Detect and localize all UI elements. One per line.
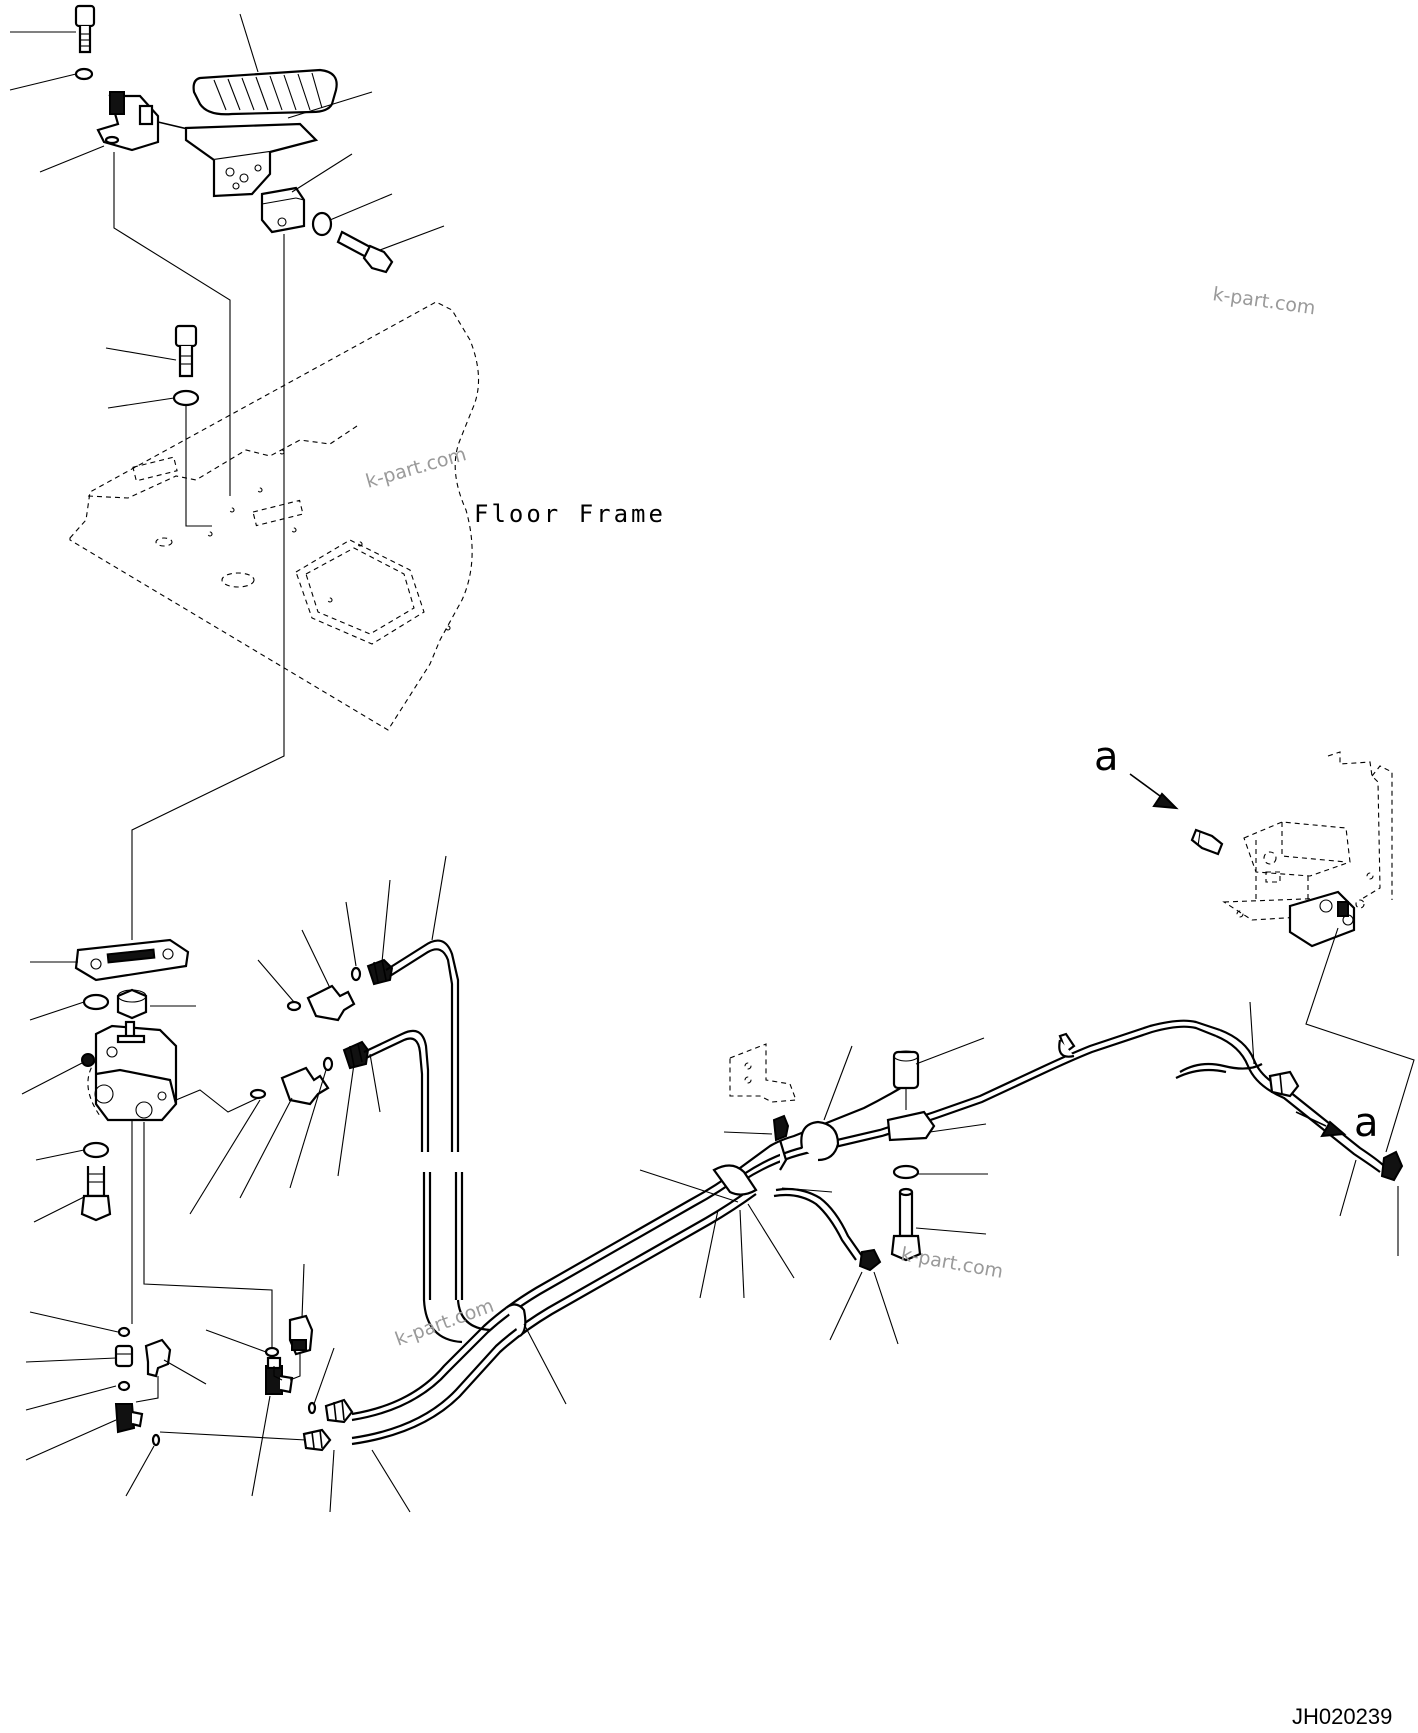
pedal-plate (184, 122, 319, 198)
o-ring-9 (307, 1401, 317, 1415)
floor-frame: Floor Frame (69, 301, 666, 731)
main-hose-bundle (351, 1019, 1385, 1446)
elbow-fitting-4 (265, 1356, 294, 1395)
clamp-ring (800, 1120, 840, 1162)
o-ring-6 (117, 1380, 131, 1392)
grease-fitting (81, 1053, 95, 1067)
o-ring-8 (264, 1346, 280, 1358)
hose-end-1 (324, 1398, 354, 1424)
view-arrow-bottom: a (1295, 1100, 1379, 1146)
view-marker-top: a (1094, 734, 1119, 780)
o-ring-2 (350, 966, 362, 982)
cover-plate (74, 938, 190, 982)
hose-end-3 (858, 1248, 882, 1272)
elbow-fitting-1 (114, 1344, 134, 1368)
pedal-pad (192, 68, 338, 116)
frame-bolt (105, 324, 212, 527)
watermark-4: k-part.com (899, 1243, 1005, 1283)
elbow-fitting-3 (144, 1338, 172, 1378)
watermark-3: k-part.com (392, 1295, 497, 1351)
washer-valve-top (82, 993, 110, 1011)
drawing-code: JH020239 (1292, 1704, 1392, 1729)
washer-stopper (311, 211, 333, 237)
hinge-bracket (96, 91, 193, 152)
adapter-2 (280, 1066, 330, 1106)
o-ring-4 (322, 1056, 334, 1072)
frame-label: Floor Frame (474, 500, 666, 528)
o-ring-7 (151, 1433, 161, 1447)
bolt-valve (80, 1166, 112, 1222)
washer-valve-bottom (82, 1141, 110, 1159)
o-ring-5 (117, 1326, 131, 1338)
o-ring-1 (286, 1000, 302, 1012)
connector-fitting (772, 1114, 790, 1171)
washer-clamp (892, 1164, 920, 1180)
nut-valve (116, 988, 148, 1020)
valve-body (87, 1020, 178, 1122)
adapter-1 (306, 984, 356, 1022)
washer-top (74, 67, 94, 81)
hose-pilot-1 (385, 939, 464, 1300)
bolt-top (74, 4, 96, 54)
o-ring-3 (249, 1088, 267, 1100)
view-marker-bottom: a (1354, 1100, 1379, 1146)
watermark-1: k-part.com (1211, 283, 1317, 319)
hose-end-4 (1268, 1070, 1300, 1098)
hose-clamp (886, 1110, 936, 1142)
elbow-fitting-5 (288, 1314, 314, 1356)
hose-pilot-2 (363, 1029, 432, 1300)
view-arrow: a (1094, 734, 1179, 810)
hose-end-5 (1380, 1150, 1404, 1182)
nut-hose-2 (342, 1040, 370, 1070)
bolt-clamp (890, 1187, 922, 1262)
stopper-block (260, 186, 306, 234)
hose-end-2 (302, 1428, 332, 1452)
pedal-assembly (9, 4, 445, 496)
watermark-2: k-part.com (363, 443, 469, 493)
control-valve (1222, 751, 1393, 948)
spacer-collar (892, 1050, 920, 1110)
bracket-small (729, 1043, 797, 1103)
nut-hose-1 (366, 958, 394, 986)
bolt-stopper (336, 230, 394, 274)
elbow-fitting-2 (114, 1403, 144, 1434)
frame-washer (172, 389, 200, 407)
valve-adapter (1190, 828, 1224, 856)
